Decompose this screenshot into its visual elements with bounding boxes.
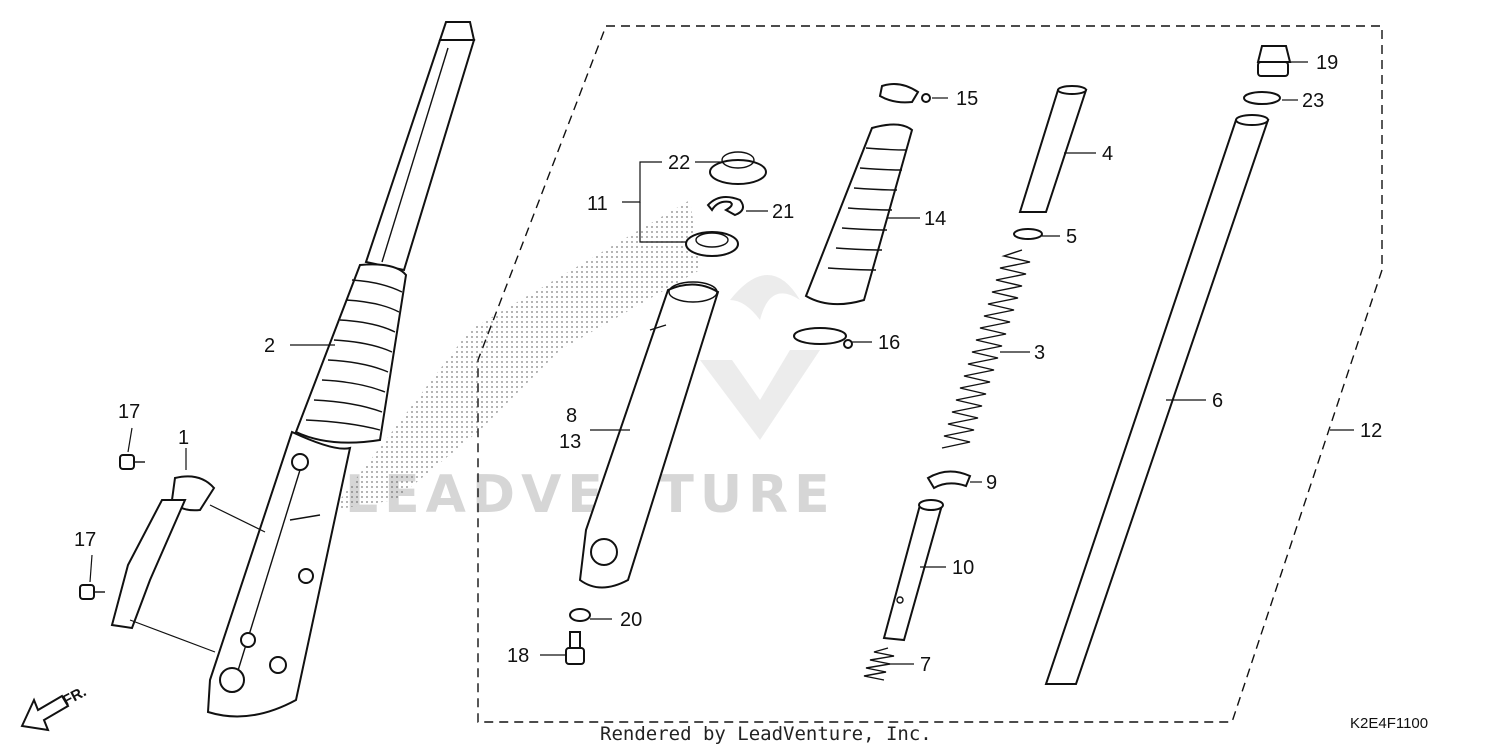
leader-lines <box>89 61 1354 665</box>
callout-11: 11 <box>587 193 608 215</box>
part-20-washer <box>569 608 591 622</box>
callout-17-lower: 17 <box>74 529 96 551</box>
part-4-spacer-pipe <box>1018 89 1088 213</box>
callout-4: 4 <box>1102 143 1113 165</box>
part-11-oil-seal <box>685 231 739 257</box>
part-4-pipe-top <box>1057 85 1087 95</box>
part-23-o-ring <box>1243 91 1281 105</box>
part-16-clamp <box>793 327 853 349</box>
part-19-fork-bolt <box>1256 45 1292 77</box>
callout-20: 20 <box>620 609 642 631</box>
callout-16: 16 <box>878 332 900 354</box>
assembled-fork <box>206 21 476 718</box>
part-18-bolt <box>565 631 585 665</box>
callout-labels: 1 2 3 4 5 6 7 8 9 10 11 12 13 14 15 16 1… <box>74 52 1382 676</box>
callout-21: 21 <box>772 201 794 223</box>
callout-18: 18 <box>507 645 529 667</box>
callout-17-upper: 17 <box>118 401 140 423</box>
watermark-logo <box>700 275 820 440</box>
part-3-fork-spring <box>941 249 1031 449</box>
part-6-fork-pipe <box>1044 114 1270 685</box>
part-8-fork-slider <box>578 281 720 589</box>
callout-7: 7 <box>920 654 931 676</box>
callout-8: 8 <box>566 405 577 427</box>
callout-9: 9 <box>986 472 997 494</box>
part-15-clamp <box>878 83 931 104</box>
part-22-dust-seal <box>709 151 767 185</box>
callout-1: 1 <box>178 427 189 449</box>
callout-2: 2 <box>264 335 275 357</box>
callout-5: 5 <box>1066 226 1077 248</box>
part-17-bolt-upper <box>119 454 145 470</box>
callout-22: 22 <box>668 152 690 174</box>
front-direction-arrow: FR. <box>20 683 89 732</box>
watermark-text: LEADVENTURE <box>345 465 836 525</box>
part-5-washer <box>1013 228 1043 240</box>
part-10-fork-piston <box>882 499 944 642</box>
shading-region <box>332 200 700 510</box>
callout-12: 12 <box>1360 420 1382 442</box>
callout-15: 15 <box>956 88 978 110</box>
callout-19: 19 <box>1316 52 1338 74</box>
callout-10: 10 <box>952 557 974 579</box>
callout-3: 3 <box>1034 342 1045 364</box>
part-1-bracket <box>110 475 216 630</box>
callout-6: 6 <box>1212 390 1223 412</box>
diagram-code: K2E4F1100 <box>1350 715 1428 732</box>
callout-23: 23 <box>1302 90 1324 112</box>
part-14-fork-boot <box>804 123 914 306</box>
part-21-clip <box>706 195 745 217</box>
callout-14: 14 <box>924 208 946 230</box>
callout-13: 13 <box>559 431 581 453</box>
part-17-bolt-lower <box>79 584 105 600</box>
part-9-piston-ring <box>926 470 972 490</box>
render-credit: Rendered by LeadVenture, Inc. <box>600 723 932 745</box>
